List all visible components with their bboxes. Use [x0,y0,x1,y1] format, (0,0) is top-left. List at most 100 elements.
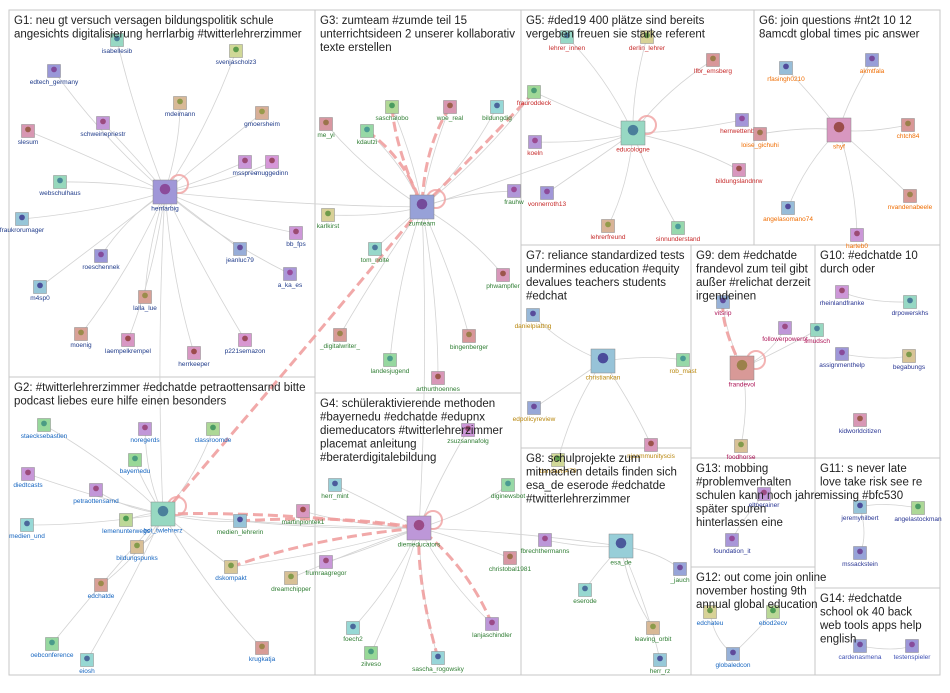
node-vonnerroth13[interactable]: vonnerroth13 [528,186,567,209]
node-herrwettenberg[interactable]: herrwettenberg [720,113,764,136]
node-rheinlandfranke[interactable]: rheinlandfranke [820,285,865,308]
node-phwampfler[interactable]: phwampfler [486,268,521,291]
node-saschalobo[interactable]: saschalobo [376,100,409,123]
node-diemeducators[interactable]: diemeducators [398,515,441,549]
node-assignmenthelp[interactable]: assignmenthelp [819,347,865,370]
node-angelasomano74[interactable]: angelasomano74 [763,201,813,224]
node-drpowerskhs[interactable]: drpowerskhs [892,295,930,318]
node-muggedinn[interactable]: muggedinn [256,155,289,178]
node-herr_rz[interactable]: herr_rz [650,653,671,676]
node-frandevol[interactable]: frandevol [729,355,756,389]
node-frauhw[interactable]: frauhw [504,184,524,207]
node-lehrerfreund[interactable]: lehrerfreund [590,219,626,242]
node-educologne[interactable]: educologne [616,120,650,154]
node-testenspieler[interactable]: testenspieler [894,639,932,662]
node-_digitalwriter_[interactable]: _digitalwriter_ [319,328,360,351]
node-begabungs[interactable]: begabungs [893,349,926,372]
node-martinpiontek1[interactable]: martinpiontek1 [282,504,325,527]
node-eltnerainer[interactable]: eltnerainer [749,487,781,510]
node-foundation_it[interactable]: foundation_it [713,533,751,556]
node-shyf[interactable]: shyf [826,117,852,151]
node-bot_twlehrerz[interactable]: bot_twlehrerz [143,501,183,535]
node-eserode[interactable]: eserode [573,583,597,606]
node-christobal1981[interactable]: christobal1981 [489,551,532,574]
node-zsuzsannafolg[interactable]: zsuzsannafolg [447,423,489,446]
node-bildungspunks[interactable]: bildungspunks [116,540,159,563]
node-koeln[interactable]: koeln [527,135,543,158]
node-foech2[interactable]: foech2 [343,621,363,644]
node-herrkeeper[interactable]: herrkeeper [178,346,211,369]
node-smudsch[interactable]: smudsch [804,323,830,346]
node-laempelkrempel[interactable]: laempelkrempel [105,333,151,356]
node-christiankan[interactable]: christiankan [586,348,621,382]
node-vitsrip[interactable]: vitsrip [715,295,732,318]
node-rob_mast[interactable]: rob_mast [669,353,697,376]
node-classroomde[interactable]: classroomde [195,422,232,445]
node-sascha_rogowsky[interactable]: sascha_rogowsky [412,651,465,674]
node-bayernedu[interactable]: bayernedu [120,453,151,476]
node-slesum[interactable]: slesum [18,124,39,147]
node-ebod2ecv[interactable]: ebod2ecv [759,605,788,628]
node-harteb0[interactable]: harteb0 [846,228,868,251]
node-fbrechthermanns[interactable]: fbrechthermanns [521,533,571,556]
node-moenig[interactable]: moenig [70,327,92,350]
node-rfasingh0210[interactable]: rfasingh0210 [767,61,805,84]
node-medien_und[interactable]: medien_und [9,518,45,541]
node-p221semazon[interactable]: p221semazon [225,333,266,356]
node-edchateu[interactable]: edchateu [697,605,724,628]
node-njcommunityscis[interactable]: njcommunityscis [627,438,676,461]
node-lalla_lue[interactable]: lalla_lue [133,290,157,313]
node-frauroddeck[interactable]: frauroddeck [517,85,552,108]
node-herrlarbig[interactable]: herrlarbig [151,179,179,213]
node-gmoersheim[interactable]: gmoersheim [244,106,280,129]
node-diginewsbot[interactable]: diginewsbot [491,478,526,501]
node-akmtfala[interactable]: akmtfala [860,53,885,76]
node-edchatde[interactable]: edchatde [88,578,115,601]
node-petraottensarnd[interactable]: petraottensarnd [73,483,119,506]
node-me_yi[interactable]: me_yi [317,117,335,140]
node-medien_lehrerin[interactable]: medien_lehrerin [217,514,264,537]
node-m4sp0[interactable]: m4sp0 [30,280,50,303]
node-arthurthoennes[interactable]: arthurthoennes [416,371,461,394]
node-jeremyhilbert[interactable]: jeremyhilbert [840,500,879,523]
node-lfbr_emsberg[interactable]: lfbr_emsberg [694,53,732,76]
node-danielpiattng[interactable]: danielpiattng [515,308,552,331]
node-chtch84[interactable]: chtch84 [897,118,920,141]
node-schweinepriestr[interactable]: schweinepriestr [80,116,126,139]
node-bingenberger[interactable]: bingenberger [450,329,489,352]
node-karlkirst[interactable]: karlkirst [317,208,340,231]
node-diedtcasts[interactable]: diedtcasts [13,467,43,490]
node-lemenunterwegs[interactable]: lemenunterwegs [102,513,151,536]
node-noregerds[interactable]: noregerds [130,422,160,445]
node-jeanluc79[interactable]: jeanluc79 [225,242,254,265]
node-staecksebastien[interactable]: staecksebastien [21,418,68,441]
node-bildungdig[interactable]: bildungdig [482,100,512,123]
node-sinnunderstand[interactable]: sinnunderstand [656,221,701,244]
node-woe_real[interactable]: woe_real [436,100,464,123]
node-edpolicyreview[interactable]: edpolicyreview [513,401,556,424]
node-oebconference[interactable]: oebconference [30,637,74,660]
node-frumraagregor[interactable]: frumraagregor [305,555,347,578]
node-nvandenabeele[interactable]: nvandenabeele [888,189,933,212]
node-followerpowernt[interactable]: followerpowernt [762,321,808,344]
node-krugkatja[interactable]: krugkatja [249,641,276,664]
node-lanjaschindler[interactable]: lanjaschindler [472,617,513,640]
node-kdautzi[interactable]: kdautzi [357,124,378,147]
node-derlin_lehrer[interactable]: derlin_lehrer [629,30,666,53]
node-svenjascholz3[interactable]: svenjascholz3 [216,44,257,67]
node-landesjugend[interactable]: landesjugend [371,353,410,376]
node-foodhorse[interactable]: foodhorse [727,439,756,462]
node-isabellesib[interactable]: isabellesib [102,33,133,56]
node-msspree[interactable]: msspree [233,155,258,178]
node-zumteam[interactable]: zumteam [409,194,436,228]
node-bildungslandnrw[interactable]: bildungslandnrw [716,163,763,186]
node-a_ka_es[interactable]: a_ka_es [278,267,303,290]
node-bb_fps[interactable]: bb_fps [286,226,307,249]
node-loise_gichuhi[interactable]: loise_gichuhi [741,127,779,150]
node-dskompakt[interactable]: dskompakt [215,560,247,583]
node-angelastockman[interactable]: angelastockman [894,501,942,524]
node-webschulhaus[interactable]: webschulhaus [38,175,81,198]
node-leaving_orbit[interactable]: leaving_orbit [635,621,672,644]
node-cardenasmena[interactable]: cardenasmena [839,639,882,662]
node-fraukrorumager[interactable]: fraukrorumager [0,212,45,235]
